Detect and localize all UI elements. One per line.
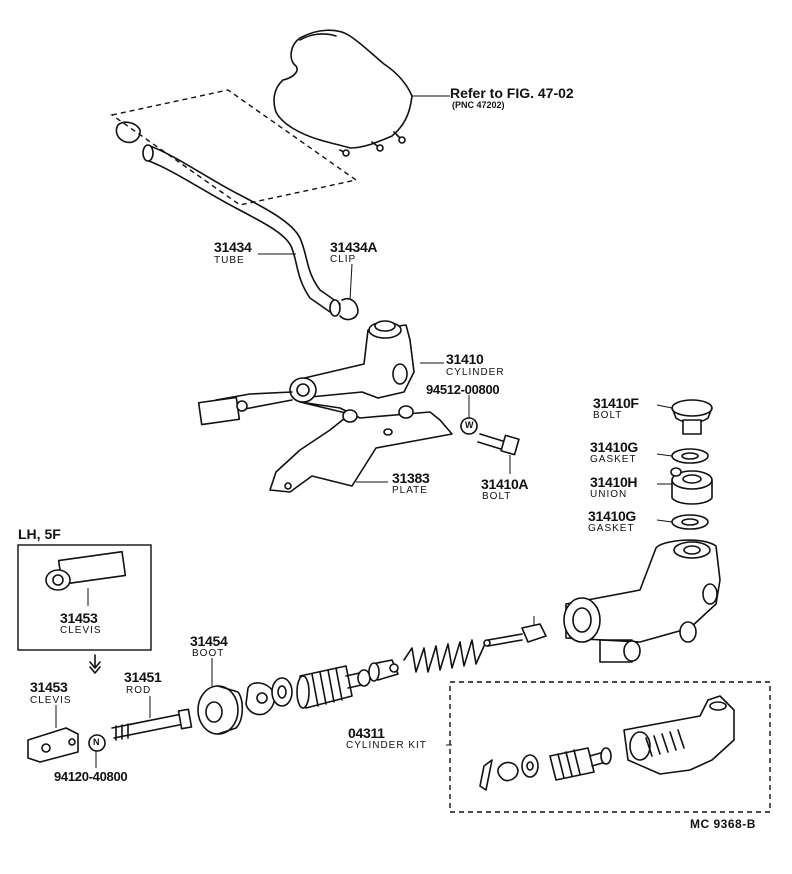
tube-31434: [115, 121, 359, 321]
label-31453-name: CLEVIS: [30, 695, 72, 706]
label-31410-name: CYLINDER: [446, 367, 505, 378]
transmission-case-outline: [273, 29, 450, 157]
label-31453-number: 31453: [30, 679, 68, 695]
label-31454-number: 31454: [190, 633, 228, 649]
washer-94512-00800: [460, 395, 478, 435]
rod-31451: [111, 696, 193, 741]
label-31453-inset-name: CLEVIS: [60, 625, 102, 636]
boot-31454: [197, 658, 244, 735]
nut-94120-40800: [88, 734, 106, 768]
spring: [403, 639, 485, 673]
label-31410A-name: BOLT: [482, 491, 512, 502]
reference-label: Refer to FIG. 47-02: [450, 85, 574, 101]
cylinder-kit-box: [446, 681, 771, 813]
label-94120-number: 94120-40800: [54, 769, 128, 784]
washer-seal: [271, 677, 293, 707]
label-31451-number: 31451: [124, 669, 162, 685]
label-94512-number: 94512-00800: [426, 382, 500, 397]
union-31410H: [657, 467, 713, 505]
gasket-31410G-bottom: [656, 514, 709, 530]
label-31410G-bottom-name: GASKET: [588, 523, 635, 534]
label-04311-name: CYLINDER KIT: [346, 740, 427, 751]
label-31383-name: PLATE: [392, 485, 428, 496]
label-31434A-number: 31434A: [330, 239, 378, 255]
label-31383-number: 31383: [392, 470, 430, 486]
bolt-31410A: [477, 433, 520, 474]
kit-pin: [479, 759, 493, 791]
kit-washer: [521, 754, 539, 778]
label-31410F-number: 31410F: [593, 395, 639, 411]
label-31410H-name: UNION: [590, 489, 628, 500]
piston: [296, 665, 371, 709]
plate-31383: [269, 401, 453, 493]
label-31434A-name: CLIP: [330, 254, 357, 265]
snap-ring: [245, 682, 276, 716]
label-31434-name: TUBE: [214, 255, 245, 266]
label-31410H-number: 31410H: [590, 474, 638, 490]
reference-dashed-box: [110, 89, 358, 206]
label-31410A-number: 31410A: [481, 476, 529, 492]
label-31410G-bottom-number: 31410G: [588, 508, 637, 524]
label-31410F-name: BOLT: [593, 410, 623, 421]
label-31434-number: 31434: [214, 239, 252, 255]
clevis-31453: [27, 705, 79, 763]
reference-pnc: (PNC 47202): [452, 100, 505, 110]
figure-code: MC 9368-B: [690, 817, 756, 831]
inset-title: LH, 5F: [18, 526, 61, 542]
kit-cylinder-body: [623, 695, 735, 775]
spring-retainer: [368, 659, 399, 682]
nut-symbol: N: [93, 737, 100, 747]
kit-snap-ring: [497, 761, 519, 782]
label-31451-name: ROD: [126, 685, 152, 696]
label-04311-number: 04311: [348, 725, 385, 741]
label-31453-inset-number: 31453: [60, 610, 98, 626]
bolt-31410F: [656, 399, 713, 435]
kit-piston: [549, 747, 612, 781]
master-cylinder-body: [563, 539, 721, 663]
inset-box: [17, 544, 152, 674]
push-rod-small: [483, 616, 547, 647]
washer-symbol: W: [465, 420, 474, 430]
gasket-31410G-top: [656, 448, 709, 464]
label-31410G-top-name: GASKET: [590, 454, 637, 465]
label-31454-name: BOOT: [192, 648, 225, 659]
cylinder-31410: [197, 320, 444, 426]
label-31410G-top-number: 31410G: [590, 439, 639, 455]
label-31410-number: 31410: [446, 351, 484, 367]
